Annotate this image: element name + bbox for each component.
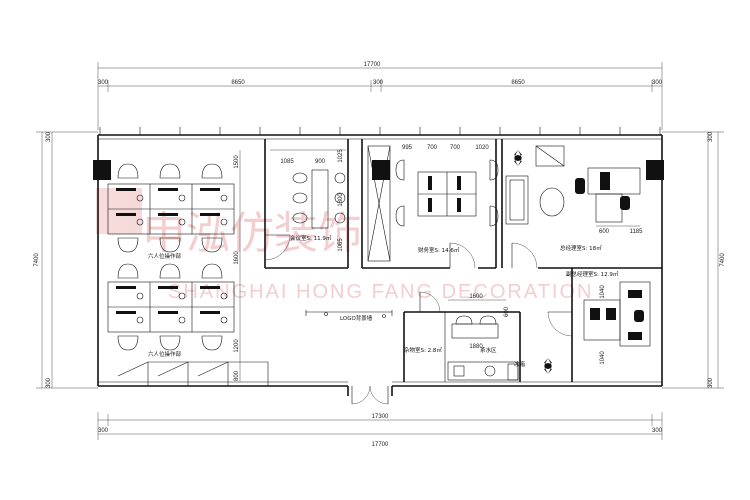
top-seg-4: 8650: [511, 80, 525, 86]
deputy-office-label: 副总经理室S: 12.9㎡: [566, 270, 619, 278]
left-col-dim-4: 800: [234, 370, 240, 381]
meeting-room-furniture: 1085 900 1025 1800 1065: [270, 149, 346, 252]
deputy-office-furniture: 1040 1040: [583, 281, 651, 365]
finance-dim-4: 1020: [475, 145, 489, 151]
bottom-seg-left: 300: [98, 428, 109, 434]
column-right: [646, 160, 664, 180]
left-column-dims: 1500 1600 1200 800: [234, 150, 241, 382]
left-seg-bottom: 300: [46, 377, 52, 388]
storage-door-swing: [419, 291, 441, 313]
workspace-top-label: 六人位操作部: [148, 252, 182, 260]
storage-label: 杂物室S: 2.8㎡: [404, 346, 442, 354]
logo-wall: LOGO背景墙: [305, 310, 393, 322]
plant-icon: [544, 358, 552, 374]
finance-dim-1: 995: [402, 145, 413, 151]
finance-room-label: 财务室S: 14.6㎡: [418, 246, 460, 254]
finance-room-furniture: 995 700 700 1020: [367, 145, 499, 262]
top-seg-5: 300: [652, 80, 663, 86]
bottom-seg-right: 300: [652, 428, 663, 434]
gm-dim-1: 600: [599, 229, 610, 235]
pantry-dim-3: 1880: [469, 344, 483, 350]
right-dimensions: 7400 300 300: [662, 131, 726, 389]
right-seg-top: 300: [708, 131, 714, 142]
chairs-top: [117, 163, 223, 253]
left-col-dim-1: 1500: [234, 155, 240, 169]
meeting-dim-1: 1085: [280, 159, 294, 165]
finance-door-swing: [449, 242, 476, 269]
right-seg-bottom: 300: [708, 377, 714, 388]
top-seg-3: 300: [373, 80, 384, 86]
left-dimensions: 7400 300 300: [34, 131, 98, 389]
column-center: [372, 160, 390, 180]
meeting-dim-3: 1025: [338, 149, 344, 163]
finance-dim-3: 700: [450, 145, 461, 151]
left-total-dim: 7400: [34, 253, 40, 267]
watermark-english: SHANGHAI HONG FANG DECORATION: [168, 281, 593, 303]
top-seg-1: 300: [98, 80, 109, 86]
bottom-total-dim: 17700: [372, 442, 389, 448]
column-left: [93, 160, 111, 180]
workspace-bottom-label: 六人位操作部: [148, 350, 182, 358]
watermark: 申泓仿装饰 SHANGHAI HONG FANG DECORATION: [96, 188, 593, 303]
watermark-logo-mark: [96, 188, 142, 234]
left-col-dim-3: 1200: [234, 339, 240, 353]
finance-dim-2: 700: [427, 145, 438, 151]
pantry-dim-1: 1600: [469, 294, 483, 300]
gm-door-swing: [511, 242, 538, 269]
gm-office-label: 总经理室S: 18㎡: [560, 244, 602, 252]
doors: [264, 234, 573, 405]
gm-dim-2: 1185: [630, 229, 644, 235]
plant-icon: [514, 150, 522, 166]
top-seg-2: 8650: [231, 80, 245, 86]
bottom-inner-dim: 17300: [372, 414, 389, 420]
meeting-dim-2: 900: [315, 159, 326, 165]
right-total-dim: 7400: [720, 253, 726, 267]
entrance-door-left-swing: [351, 385, 371, 405]
pantry-furniture: 1600 600 1880: [447, 294, 552, 381]
logo-wall-label: LOGO背景墙: [340, 314, 373, 322]
top-total-dim: 17700: [364, 62, 381, 68]
workstation-cluster-bottom: [107, 281, 235, 333]
meeting-door-swing: [264, 234, 291, 261]
entrance-door-right-swing: [369, 385, 389, 405]
meeting-room-label: 会议室S: 11.9㎡: [290, 234, 332, 242]
window-ticks: [99, 127, 661, 135]
interior-walls: [264, 139, 662, 396]
structural-columns: [93, 160, 664, 180]
window-bottom-left: [117, 361, 269, 386]
top-dimensions: 17700 300 8650 300 8650 300: [97, 62, 663, 130]
outer-walls: [97, 127, 663, 387]
fridge-label: 冰箱: [514, 360, 526, 368]
meeting-dim-4: 1800: [338, 193, 344, 207]
watermark-chinese: 申泓仿装饰: [142, 209, 362, 258]
workstation-cluster-top: [107, 183, 235, 235]
left-col-dim-2: 1600: [234, 251, 240, 265]
meeting-dim-5: 1065: [338, 238, 344, 252]
deputy-dim-2: 1040: [600, 351, 606, 365]
gm-office-furniture: 600 1185: [505, 145, 644, 235]
chairs-bottom: [117, 263, 223, 351]
left-seg-top: 300: [46, 131, 52, 142]
deputy-dim-1: 1040: [600, 285, 606, 299]
pantry-dim-2: 600: [504, 306, 510, 317]
pantry-label: 茶水区: [480, 346, 497, 354]
deputy-door-swing: [547, 311, 573, 337]
bottom-dimensions: 17300 17700 300 300: [97, 412, 663, 448]
